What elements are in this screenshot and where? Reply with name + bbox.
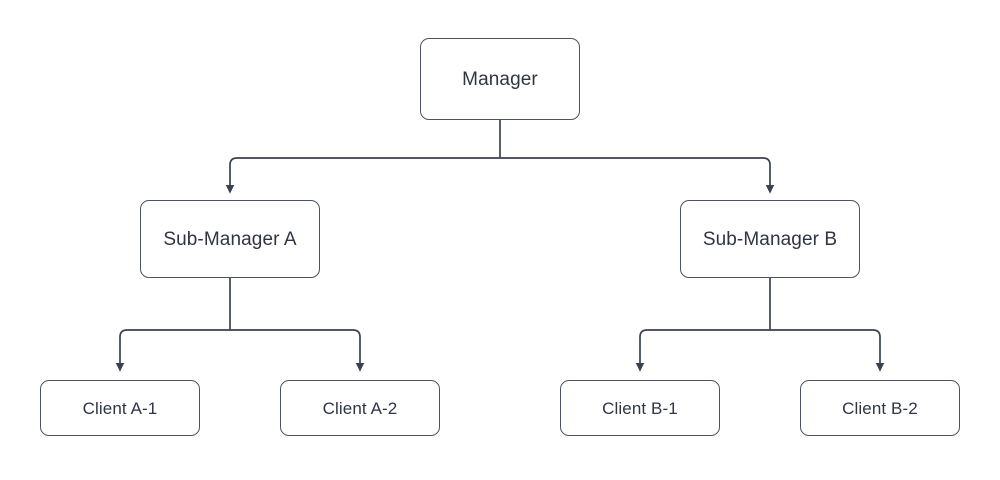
node-client-a2-label: Client A-2 [322,398,398,418]
node-client-b2[interactable]: Client B-2 [800,380,960,436]
edge-manager-to-sub-manager-b [500,157,775,194]
node-client-a1-label: Client A-1 [82,398,158,418]
node-manager[interactable]: Manager [420,38,580,120]
edge-sub-manager-b-to-client-b1 [635,329,770,372]
edge-sub-manager-b-to-client-b2 [770,329,885,372]
node-client-b1[interactable]: Client B-1 [560,380,720,436]
node-client-a1[interactable]: Client A-1 [40,380,200,436]
node-client-b2-label: Client B-2 [842,398,918,418]
edge-manager-to-sub-manager-a [225,157,500,194]
node-sub-manager-a-label: Sub-Manager A [163,228,297,250]
node-sub-manager-b-label: Sub-Manager B [702,228,838,250]
node-client-a2[interactable]: Client A-2 [280,380,440,436]
node-manager-label: Manager [462,68,538,90]
edge-sub-manager-a-to-client-a1 [115,329,230,372]
node-sub-manager-a[interactable]: Sub-Manager A [140,200,320,278]
edge-sub-manager-a-to-client-a2 [230,329,365,372]
node-client-b1-label: Client B-1 [602,398,678,418]
node-sub-manager-b[interactable]: Sub-Manager B [680,200,860,278]
